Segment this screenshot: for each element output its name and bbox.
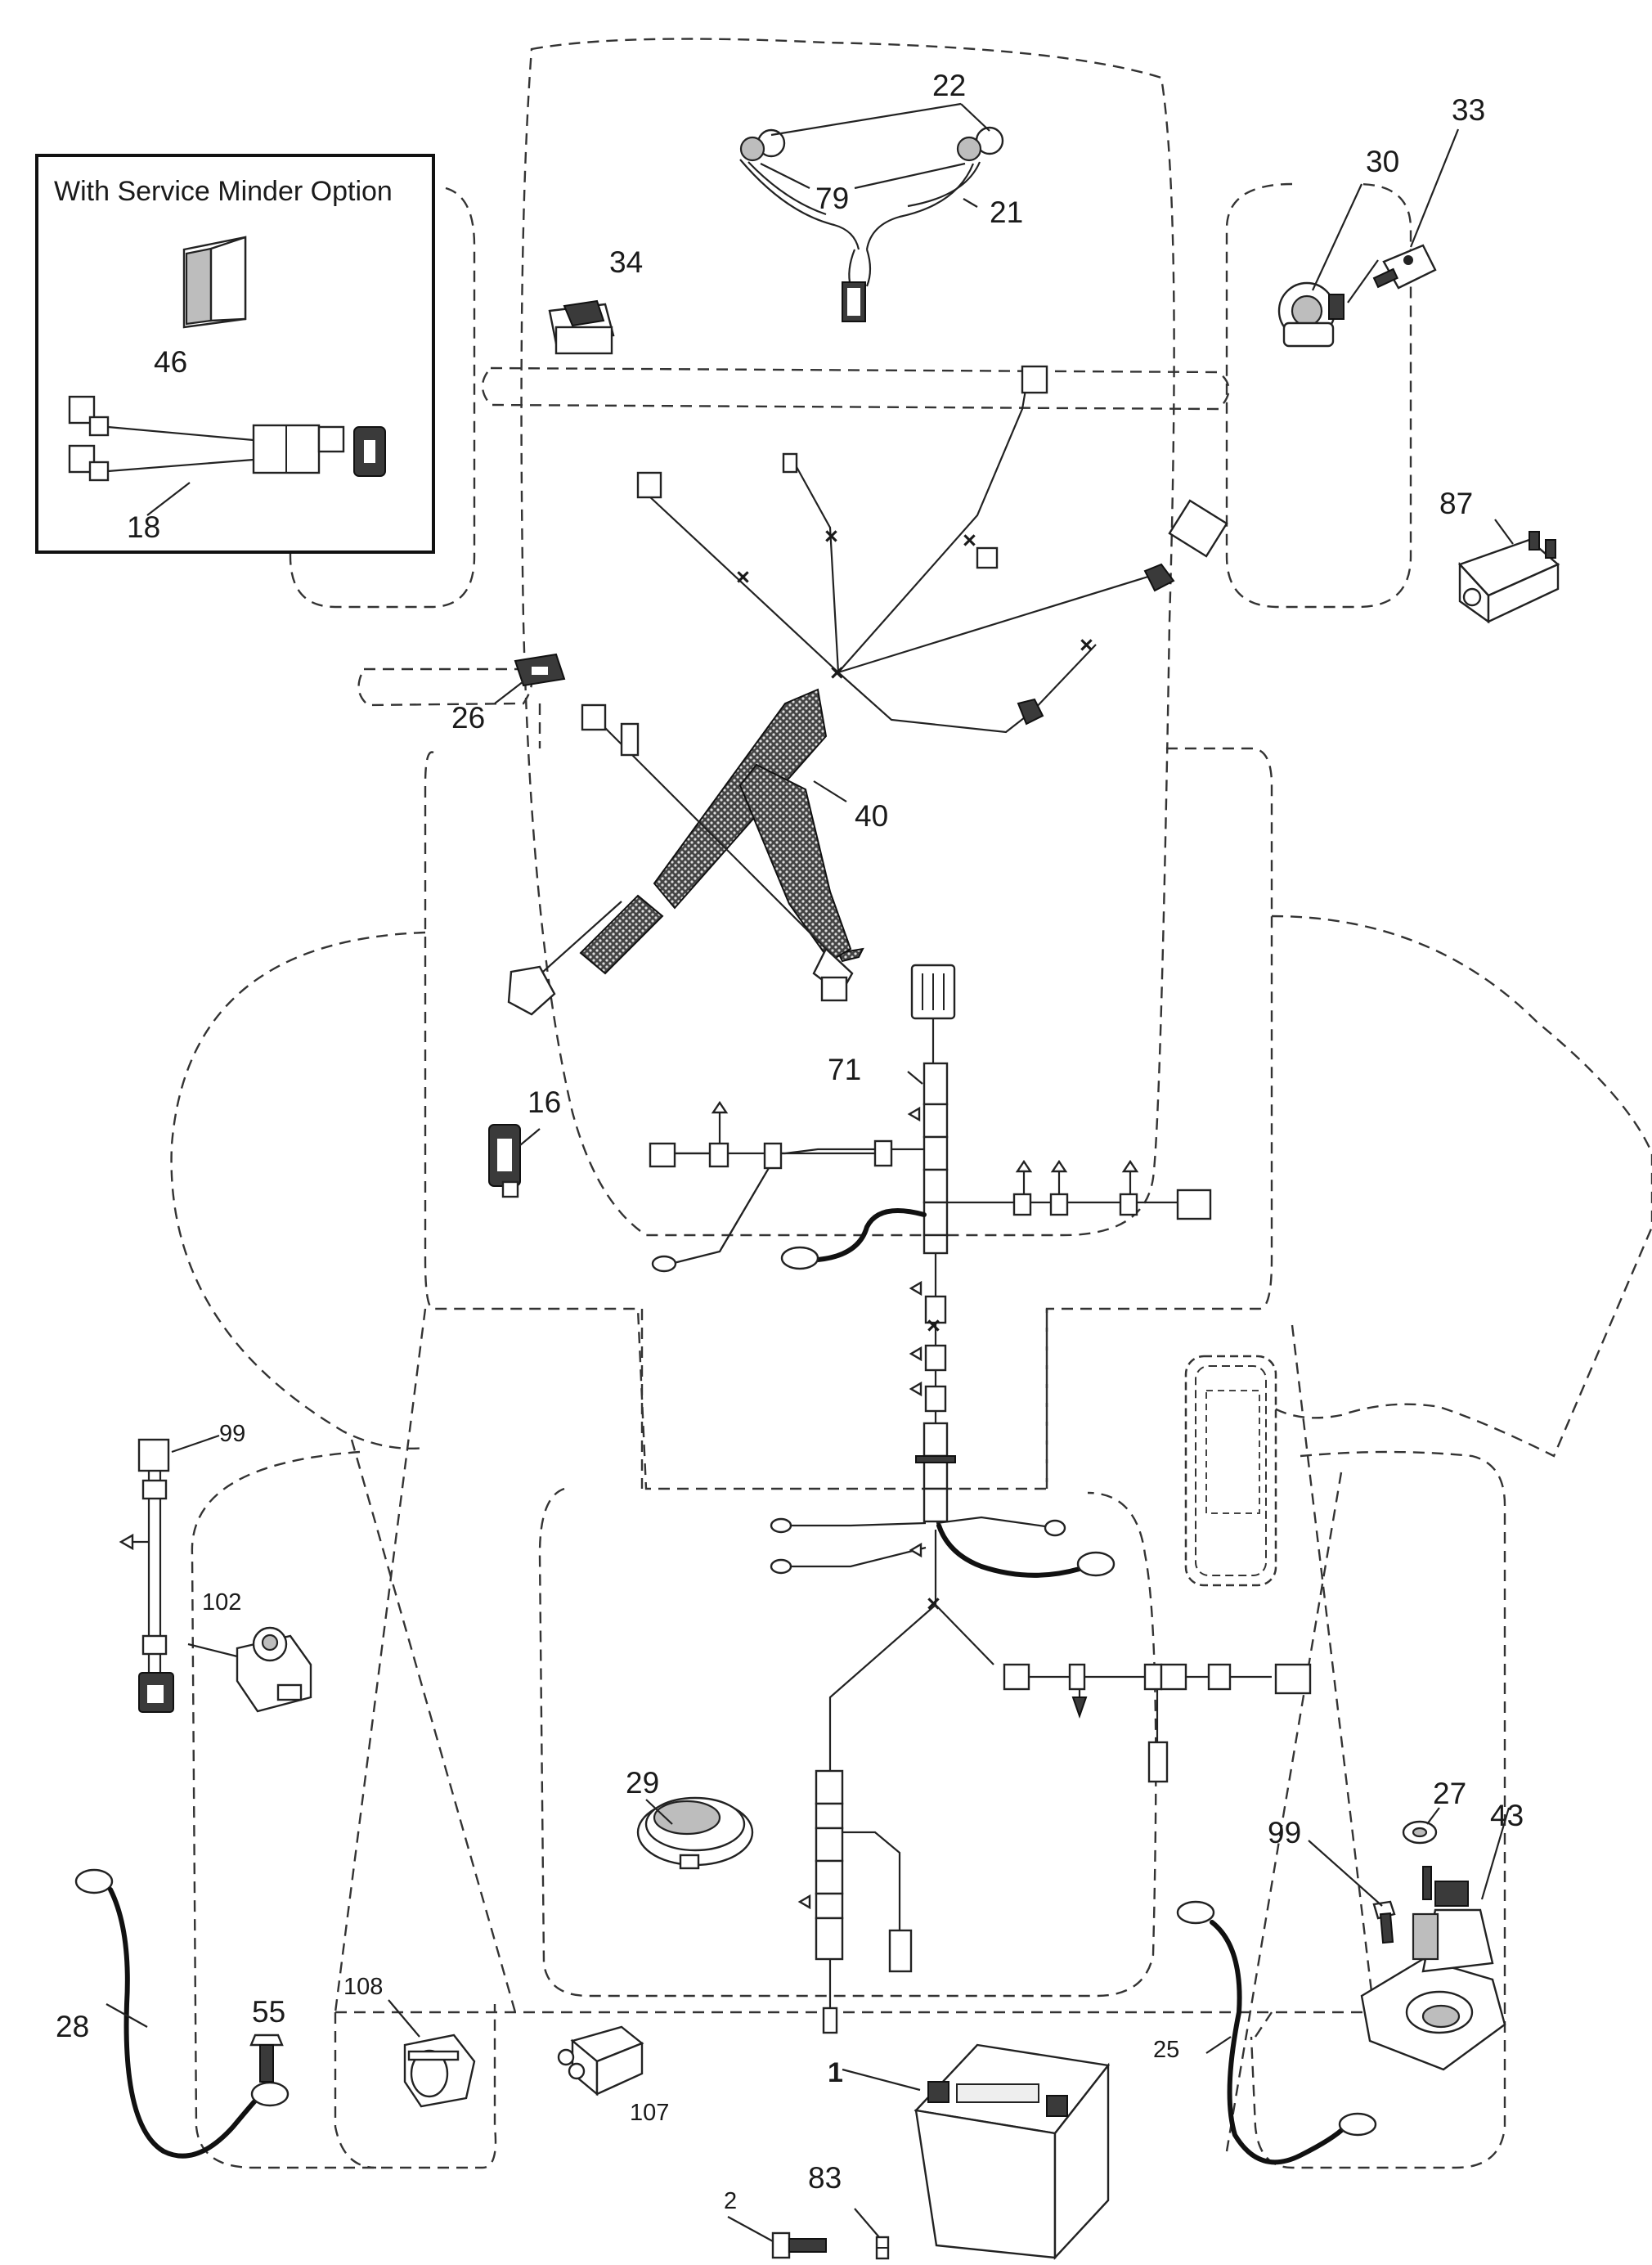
ignition-switch: [1277, 281, 1344, 348]
part-label-43: 43: [1490, 1799, 1524, 1832]
part-label-28: 28: [56, 2010, 89, 2043]
part-label-1: 1: [828, 2057, 843, 2088]
svg-text:×: ×: [927, 1591, 940, 1617]
part-label-27: 27: [1433, 1777, 1466, 1810]
ground-cable-28: [74, 1868, 290, 2159]
part-label-40: 40: [855, 799, 888, 833]
lead-102: [119, 1438, 174, 1713]
svg-text:×: ×: [927, 1313, 940, 1339]
part-label-26: 26: [451, 701, 485, 735]
part-label-2: 2: [724, 2188, 737, 2214]
part-label-79: 79: [815, 182, 849, 215]
switch-108: [403, 2034, 476, 2108]
part-label-71: 71: [828, 1053, 861, 1086]
relay: [1457, 531, 1560, 624]
lower-harness: ×: [770, 1516, 1312, 2034]
part-label-107: 107: [630, 2100, 669, 2126]
battery-cable-25: [1176, 1900, 1377, 2165]
ignition-key: [1372, 244, 1437, 290]
part-label-99: 99: [1268, 1816, 1301, 1849]
part-label-33: 33: [1452, 93, 1485, 127]
module-107: [557, 2025, 644, 2096]
svg-text:×: ×: [830, 660, 844, 686]
part-label-21: 21: [990, 195, 1023, 229]
part-label-34: 34: [609, 245, 643, 279]
part-label-105: 102: [202, 1589, 241, 1616]
part-label-22: 22: [932, 69, 966, 102]
inset-harness: [68, 395, 386, 482]
headlight-harness: [739, 126, 1004, 322]
bolt-2: [771, 2231, 827, 2259]
part-label-18: 18: [127, 510, 160, 544]
part-label-30: 30: [1366, 145, 1399, 178]
seat-switch: [488, 1124, 521, 1198]
bolt-55: [249, 2034, 284, 2083]
rear-harness: ×: [649, 964, 1212, 1523]
starter-solenoid-43: [1360, 1866, 1506, 2071]
part-label-108: 108: [343, 1974, 383, 2000]
pedal-plate: [1184, 1355, 1277, 1587]
fuse: [514, 653, 566, 687]
main-harness: × × × × ×: [507, 365, 1228, 1016]
part-label-16: 16: [527, 1085, 561, 1119]
part-label-102: 99: [219, 1421, 245, 1447]
svg-text:×: ×: [963, 528, 976, 554]
inset-title: With Service Minder Option: [54, 176, 393, 207]
nut-27: [1402, 1820, 1438, 1845]
svg-text:×: ×: [824, 524, 838, 550]
part-label-83: 83: [808, 2161, 842, 2195]
nut-83: [875, 2236, 890, 2260]
service-minder-inset: With Service Minder Option: [35, 154, 435, 554]
tractor-outline: [170, 38, 1652, 2169]
hour-meter: [182, 236, 247, 329]
part-label-25: 25: [1153, 2037, 1179, 2063]
part-label-55: 55: [252, 1995, 285, 2029]
leader-lines: [105, 102, 1514, 2242]
part-label-46: 46: [154, 345, 187, 379]
solenoid-105: [236, 1626, 312, 1713]
part-label-87: 87: [1439, 487, 1473, 520]
part-label-29: 29: [626, 1766, 659, 1800]
battery: [914, 2043, 1111, 2261]
part-labels: 22 79 21 30 33 34 46 18 87 26 40 71 16 9…: [56, 69, 1524, 2214]
grommet-29: [636, 1796, 754, 1870]
svg-text:×: ×: [1080, 632, 1093, 658]
svg-text:×: ×: [736, 564, 750, 591]
bolt-99: [1372, 1900, 1396, 1944]
rocker-switch: [548, 299, 615, 355]
